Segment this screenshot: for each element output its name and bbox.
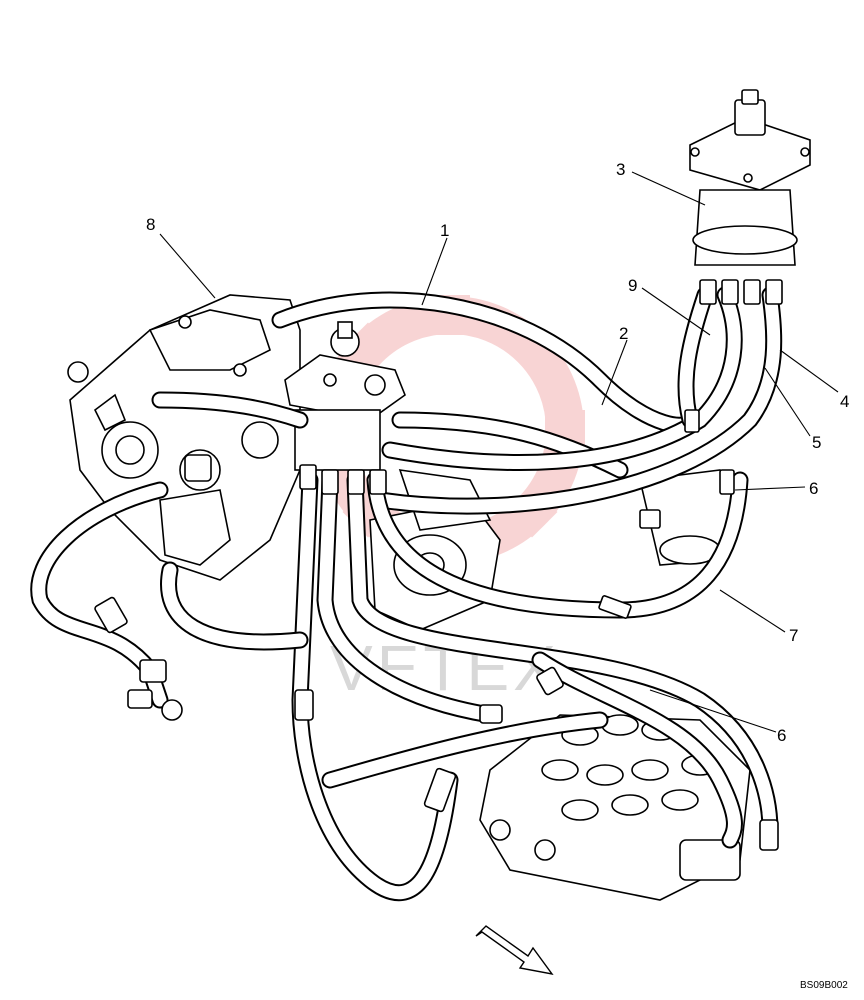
loader-control-valve — [479, 714, 751, 901]
callout-5: 5 — [812, 433, 821, 452]
central-valve-block — [284, 321, 406, 471]
callout-6-lower: 6 — [777, 726, 786, 745]
direction-arrow-icon — [475, 925, 554, 976]
callout-labels: 1 2 3 4 5 6 6 7 8 9 — [146, 160, 849, 745]
callout-2: 2 — [619, 324, 628, 343]
control-unit — [689, 89, 811, 266]
callout-7: 7 — [789, 626, 798, 645]
callout-3: 3 — [616, 160, 625, 179]
hydrostatic-pump-assembly — [67, 294, 301, 581]
callout-4: 4 — [840, 392, 849, 411]
hydraulic-hoses — [30, 286, 783, 902]
leader-lines — [159, 171, 839, 733]
callout-1: 1 — [440, 221, 449, 240]
inline-filter — [639, 469, 736, 566]
drawing-code: BS09B002 — [800, 980, 848, 991]
callout-8: 8 — [146, 215, 155, 234]
hose-fittings — [94, 279, 783, 851]
callout-9: 9 — [628, 276, 637, 295]
callout-6-upper: 6 — [809, 479, 818, 498]
